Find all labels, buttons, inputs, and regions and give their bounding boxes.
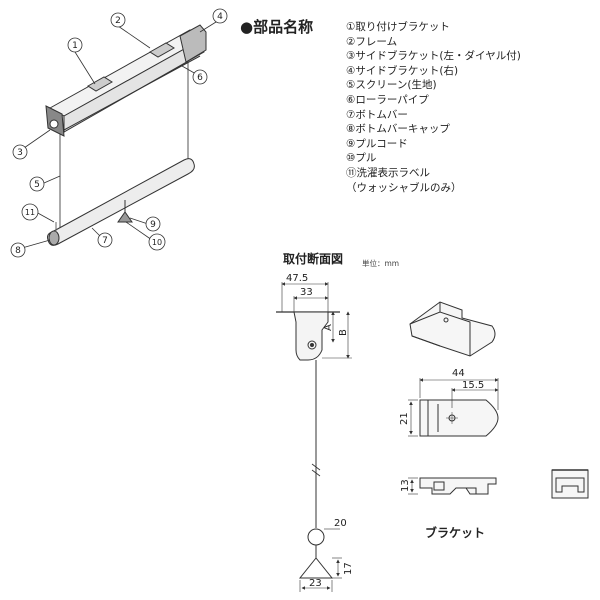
side-bracket-right xyxy=(179,24,207,63)
dim-21: 21 xyxy=(399,412,410,425)
dim-47-5: 47.5 xyxy=(286,273,308,284)
callout-leaders xyxy=(21,21,217,249)
dim-20: 20 xyxy=(334,518,347,529)
pull xyxy=(117,211,133,223)
parts-list-item: ④サイドブラケット(右) xyxy=(346,64,459,77)
parts-list: ①取り付けブラケット ②フレーム ③サイドブラケット(左・ダイヤル付) ④サイド… xyxy=(346,20,521,195)
parts-list-item: ⑥ローラーパイプ xyxy=(346,93,429,106)
callout-1: 1 xyxy=(72,41,78,51)
bracket-side-dimension-labels: 13 xyxy=(400,479,411,492)
callout-8: 8 xyxy=(15,246,21,256)
callout-9: 9 xyxy=(150,220,156,230)
parts-heading: ●部品名称 xyxy=(240,18,314,36)
parts-list-item: ⑩プル xyxy=(346,152,377,165)
callout-3: 3 xyxy=(17,148,23,158)
parts-list-item: ⑨プルコード xyxy=(346,137,408,150)
head-rail-body xyxy=(63,37,205,133)
callout-5: 5 xyxy=(34,180,40,190)
mounting-bracket-2 xyxy=(149,42,175,58)
section-title: 取付断面図 xyxy=(283,252,344,266)
section-bracket xyxy=(293,311,329,361)
dim-b: B xyxy=(338,329,349,336)
bracket-top-dimension-labels: 44 15.5 21 xyxy=(399,368,484,425)
bracket-label: ブラケット xyxy=(425,526,486,540)
callout-11: 11 xyxy=(25,208,35,217)
callout-2: 2 xyxy=(115,16,121,26)
dim-15-5: 15.5 xyxy=(462,380,484,391)
callout-numbers: 1 2 3 4 5 6 7 8 9 10 11 xyxy=(10,8,228,258)
bottom-bar xyxy=(47,158,195,246)
callout-4: 4 xyxy=(217,12,223,22)
bracket-top-view xyxy=(408,378,499,437)
callout-10: 10 xyxy=(152,238,162,247)
parts-list-item: ⑤スクリーン(生地) xyxy=(346,79,437,92)
unit-label: 単位：mm xyxy=(362,259,400,268)
callout-7: 7 xyxy=(102,236,108,246)
parts-list-item: ⑦ボトムバー xyxy=(346,108,408,121)
dim-44: 44 xyxy=(452,368,465,379)
dim-a: A xyxy=(323,324,334,331)
bracket-isometric xyxy=(409,301,496,357)
cross-section-drawing xyxy=(276,282,352,592)
parts-list-item: （ウォッシャブルのみ） xyxy=(346,181,462,194)
section-pull xyxy=(298,557,334,579)
parts-list-item: ①取り付けブラケット xyxy=(346,21,450,33)
dim-33: 33 xyxy=(300,287,313,298)
dim-23: 23 xyxy=(309,578,322,589)
roller-blind-illustration xyxy=(45,24,207,246)
bottom-bar-cap xyxy=(48,230,60,246)
dim-17: 17 xyxy=(343,562,354,575)
dim-13: 13 xyxy=(400,479,411,492)
parts-list-item: ②フレーム xyxy=(346,35,398,48)
dial-icon xyxy=(49,119,59,129)
callout-6: 6 xyxy=(197,73,203,83)
bracket-end-view xyxy=(551,469,589,499)
bracket-side-view xyxy=(408,477,497,495)
parts-list-item: ⑧ボトムバーキャップ xyxy=(346,123,450,136)
mounting-bracket-1 xyxy=(87,76,113,92)
parts-list-item: ⑪洗濯表示ラベル xyxy=(346,166,430,179)
parts-list-item: ③サイドブラケット(左・ダイヤル付) xyxy=(346,50,521,63)
section-ball xyxy=(307,528,325,546)
section-dimension-labels: 47.5 33 A B 20 17 23 xyxy=(286,273,354,589)
